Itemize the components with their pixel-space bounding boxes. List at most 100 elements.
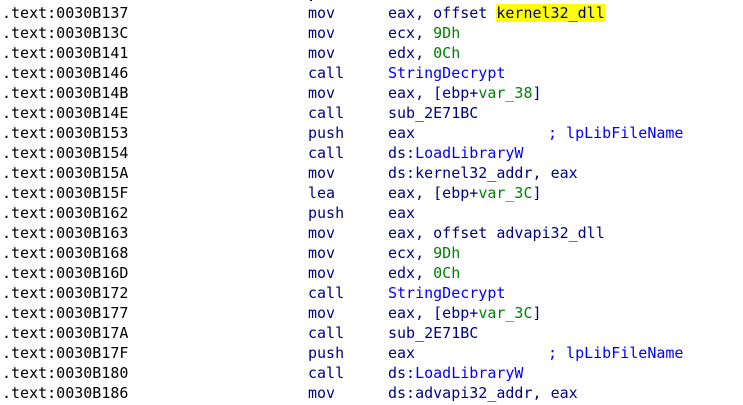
- line-address[interactable]: .text:0030B13C: [2, 24, 129, 42]
- operand-token[interactable]: StringDecrypt: [388, 64, 506, 82]
- operand-token[interactable]: sub_2E71BC: [388, 324, 479, 342]
- line-address[interactable]: .text:0030B162: [2, 204, 129, 222]
- instruction-mnemonic[interactable]: call: [308, 104, 345, 122]
- operand-token: eax: [550, 384, 578, 402]
- instruction-mnemonic[interactable]: mov: [308, 44, 336, 62]
- operand-token: eax: [388, 344, 416, 362]
- scroll-edge-marker: [310, 0, 312, 1]
- instruction-mnemonic[interactable]: mov: [308, 384, 336, 402]
- instruction-mnemonic[interactable]: call: [308, 364, 345, 382]
- instruction-operands: eax: [388, 203, 415, 223]
- line-address[interactable]: .text:0030B172: [2, 284, 129, 302]
- instruction-mnemonic[interactable]: lea: [308, 184, 336, 202]
- highlighted-operand[interactable]: kernel32_dll: [496, 4, 605, 22]
- line-address[interactable]: .text:0030B177: [2, 304, 129, 322]
- operand-token: 9Dh: [433, 244, 461, 262]
- operand-token: , [ebp+: [415, 304, 479, 322]
- operand-token: offset: [433, 4, 497, 22]
- instruction-mnemonic[interactable]: mov: [308, 4, 336, 22]
- operand-token: ds:: [388, 364, 416, 382]
- line-address[interactable]: .text:0030B17F: [2, 344, 129, 362]
- line-address[interactable]: .text:0030B137: [2, 4, 129, 22]
- line-address[interactable]: .text:0030B17A: [2, 324, 129, 342]
- listing-line[interactable]: .text:0030B180 call ds:LoadLibraryW: [0, 363, 743, 383]
- instruction-operands: StringDecrypt: [388, 63, 505, 83]
- listing-line[interactable]: .text:0030B15A mov ds:kernel32_addr, eax: [0, 163, 743, 183]
- listing-line[interactable]: .text:0030B172 call StringDecrypt: [0, 283, 743, 303]
- operand-token: 0Ch: [433, 264, 461, 282]
- line-address[interactable]: .text:0030B186: [2, 384, 129, 402]
- operand-token[interactable]: ds:kernel32_addr: [388, 164, 533, 182]
- line-address[interactable]: .text:0030B163: [2, 224, 129, 242]
- line-address[interactable]: .text:0030B146: [2, 64, 129, 82]
- listing-line[interactable]: .text:0030B154 call ds:LoadLibraryW: [0, 143, 743, 163]
- operand-token: ecx: [388, 244, 416, 262]
- listing-line[interactable]: .text:0030B14B mov eax, [ebp+var_38]: [0, 83, 743, 103]
- operand-token: ,: [415, 4, 434, 22]
- operand-token[interactable]: var_3C: [478, 304, 533, 322]
- operand-token[interactable]: var_3C: [478, 184, 533, 202]
- instruction-mnemonic[interactable]: mov: [308, 84, 336, 102]
- listing-line[interactable]: .text:0030B13C mov ecx, 9Dh: [0, 23, 743, 43]
- operand-token[interactable]: LoadLibraryW: [415, 144, 524, 162]
- instruction-operands: eax: [388, 343, 415, 363]
- line-address[interactable]: .text:0030B141: [2, 44, 129, 62]
- operand-token: eax: [388, 84, 416, 102]
- listing-line[interactable]: .text:0030B146 call StringDecrypt: [0, 63, 743, 83]
- operand-token[interactable]: StringDecrypt: [388, 284, 506, 302]
- operand-token: ]: [532, 184, 542, 202]
- operand-token: ]: [532, 84, 542, 102]
- operand-token[interactable]: LoadLibraryW: [415, 364, 524, 382]
- instruction-mnemonic[interactable]: call: [308, 64, 345, 82]
- instruction-mnemonic[interactable]: push: [308, 124, 345, 142]
- instruction-mnemonic[interactable]: mov: [308, 224, 336, 242]
- instruction-operands: ds:kernel32_addr, eax: [388, 163, 578, 183]
- instruction-mnemonic[interactable]: call: [308, 284, 345, 302]
- listing-line[interactable]: .text:0030B17A call sub_2E71BC: [0, 323, 743, 343]
- operand-token: eax: [550, 164, 578, 182]
- line-address[interactable]: .text:0030B14B: [2, 84, 129, 102]
- instruction-operands: ecx, 9Dh: [388, 23, 460, 43]
- instruction-mnemonic[interactable]: call: [308, 144, 345, 162]
- instruction-mnemonic[interactable]: push: [308, 344, 345, 362]
- line-address[interactable]: .text:0030B154: [2, 144, 129, 162]
- instruction-mnemonic[interactable]: mov: [308, 164, 336, 182]
- line-address[interactable]: .text:0030B16D: [2, 264, 129, 282]
- instruction-mnemonic[interactable]: mov: [308, 24, 336, 42]
- operand-token: 0Ch: [433, 44, 461, 62]
- instruction-mnemonic[interactable]: mov: [308, 244, 336, 262]
- instruction-mnemonic[interactable]: mov: [308, 264, 336, 282]
- line-address[interactable]: .text:0030B15F: [2, 184, 129, 202]
- operand-token: ,: [415, 24, 434, 42]
- operand-token[interactable]: advapi32_dll: [496, 224, 605, 242]
- line-address[interactable]: .text:0030B15A: [2, 164, 129, 182]
- operand-token[interactable]: var_38: [478, 84, 533, 102]
- instruction-mnemonic[interactable]: call: [308, 324, 345, 342]
- line-address[interactable]: .text:0030B153: [2, 124, 129, 142]
- listing-line[interactable]: .text:0030B14E call sub_2E71BC: [0, 103, 743, 123]
- operand-token: eax: [388, 204, 416, 222]
- line-address[interactable]: .text:0030B14E: [2, 104, 129, 122]
- line-address[interactable]: .text:0030B168: [2, 244, 129, 262]
- instruction-operands: ds:LoadLibraryW: [388, 143, 523, 163]
- operand-token[interactable]: sub_2E71BC: [388, 104, 479, 122]
- operand-token: offset: [433, 224, 497, 242]
- line-address[interactable]: .text:0030B180: [2, 364, 129, 382]
- operand-token: , [ebp+: [415, 84, 479, 102]
- listing-line[interactable]: .text:0030B162 push eax: [0, 203, 743, 223]
- instruction-mnemonic[interactable]: push: [308, 204, 345, 222]
- instruction-mnemonic[interactable]: mov: [308, 304, 336, 322]
- operand-token[interactable]: ds:advapi32_addr: [388, 384, 533, 402]
- instruction-operands: eax, [ebp+var_38]: [388, 83, 542, 103]
